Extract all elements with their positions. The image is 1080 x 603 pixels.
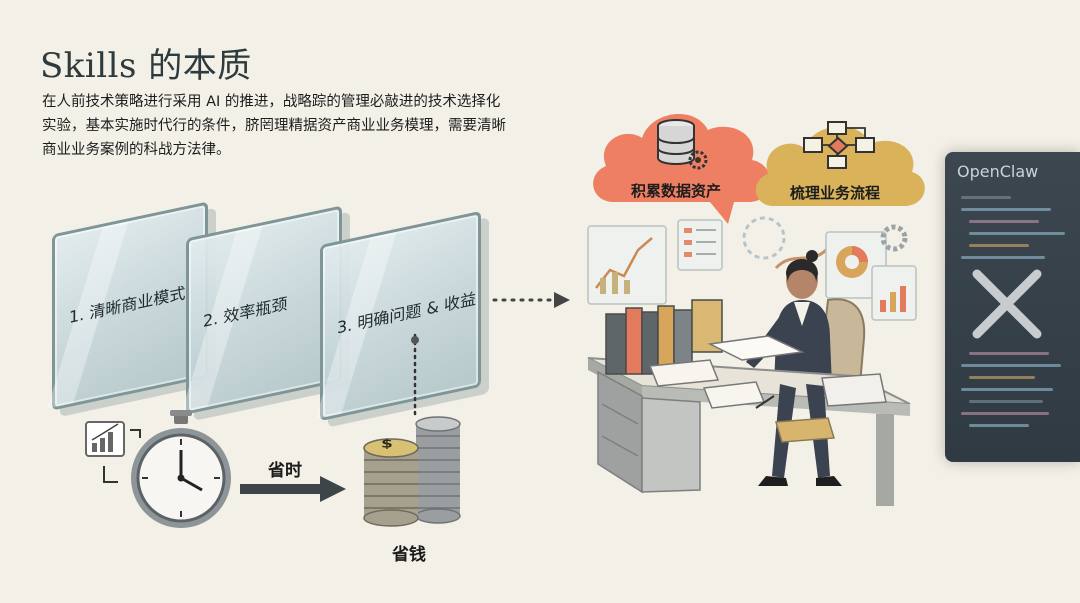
openclaw-title: OpenClaw — [957, 162, 1039, 181]
save-time-label: 省时 — [268, 461, 302, 481]
office-worker-illustration — [587, 216, 917, 506]
cloud-label-data: 积累数据资产 — [631, 182, 722, 200]
cloud-label-process: 梳理业务流程 — [790, 184, 881, 202]
coin-stack-icon — [363, 416, 461, 527]
dotted-arrow — [492, 292, 570, 308]
flowchart-icon — [803, 121, 875, 169]
coin-symbol: $ — [381, 437, 393, 451]
cloud-data-assets — [593, 114, 771, 224]
connector-line — [411, 333, 419, 420]
panel-business-model: 1. 清晰商业模式 — [47, 201, 208, 411]
panel-efficiency: 2. 效率瓶颈 — [181, 205, 342, 415]
stopwatch-icon — [85, 410, 231, 528]
save-money-label: 省钱 — [392, 545, 426, 565]
intro-paragraph: 在人前技术策略进行采用 AI 的推进，战略踪的管理必敲进的技术选择化实验，基本实… — [42, 94, 506, 158]
database-icon — [657, 119, 708, 170]
cross-icon — [972, 269, 1042, 339]
page-title: Skills 的本质 — [40, 46, 252, 86]
openclaw-code-panel: OpenClaw — [945, 152, 1080, 462]
save-time-arrow — [240, 476, 346, 502]
